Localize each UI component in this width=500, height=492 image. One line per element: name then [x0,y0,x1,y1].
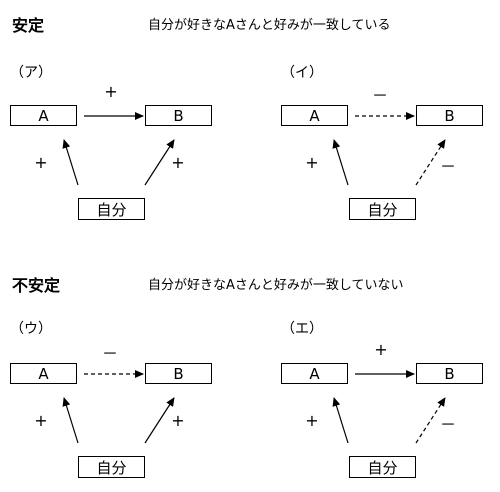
panel-i-sign-self-a: + [305,153,319,172]
panel-i-node-b: B [416,105,483,126]
panel-a-node-b: B [145,105,212,126]
panel-a-label: （ア） [10,65,52,81]
stable-heading: 安定 [12,16,45,35]
panel-i-arrow-self-b [415,139,446,186]
panel-i-sign-self-b: － [440,157,457,176]
unstable-description: 自分が好きなAさんと好みが一致していない [148,278,404,293]
panel-i-node-a: A [281,105,348,126]
panel-i-arrow-self-a [332,139,349,186]
panel-a-sign-self-b: + [171,153,185,172]
panel-e-node-b: B [416,363,483,384]
panel-e-node-a: A [281,363,348,384]
panel-i-sign-ab: － [372,86,389,105]
stable-description: 自分が好きなAさんと好みが一致している [148,18,391,33]
panel-u-sign-self-a: + [34,411,48,430]
panel-u-sign-self-b: + [171,411,185,430]
panel-e-sign-self-b: － [440,415,457,434]
panel-i-label: （イ） [281,65,323,81]
panel-e-label: （エ） [281,321,323,337]
panel-u-sign-ab: － [102,344,119,363]
panel-u-node-self: 自分 [78,456,145,478]
panel-a-node-a: A [10,105,77,126]
panel-i-node-self: 自分 [349,198,416,220]
panel-a-sign-ab: + [104,82,118,101]
unstable-heading: 不安定 [12,276,61,295]
panel-u-arrow-self-a [62,397,79,444]
panel-u-node-b: B [145,363,212,384]
panel-e-node-self: 自分 [349,456,416,478]
panel-a-node-self: 自分 [78,198,145,220]
panel-u-node-a: A [10,363,77,384]
panel-e-sign-self-a: + [305,411,319,430]
panel-e-arrow-self-b [415,397,446,444]
panel-a-arrow-self-b [144,139,175,186]
panel-e-sign-ab: + [374,340,388,359]
panel-e-arrow-self-a [332,397,349,444]
panel-u-label: （ウ） [10,321,52,337]
panel-u-arrow-self-b [144,397,175,444]
panel-a-arrow-self-a [62,139,79,186]
panel-a-sign-self-a: + [34,153,48,172]
